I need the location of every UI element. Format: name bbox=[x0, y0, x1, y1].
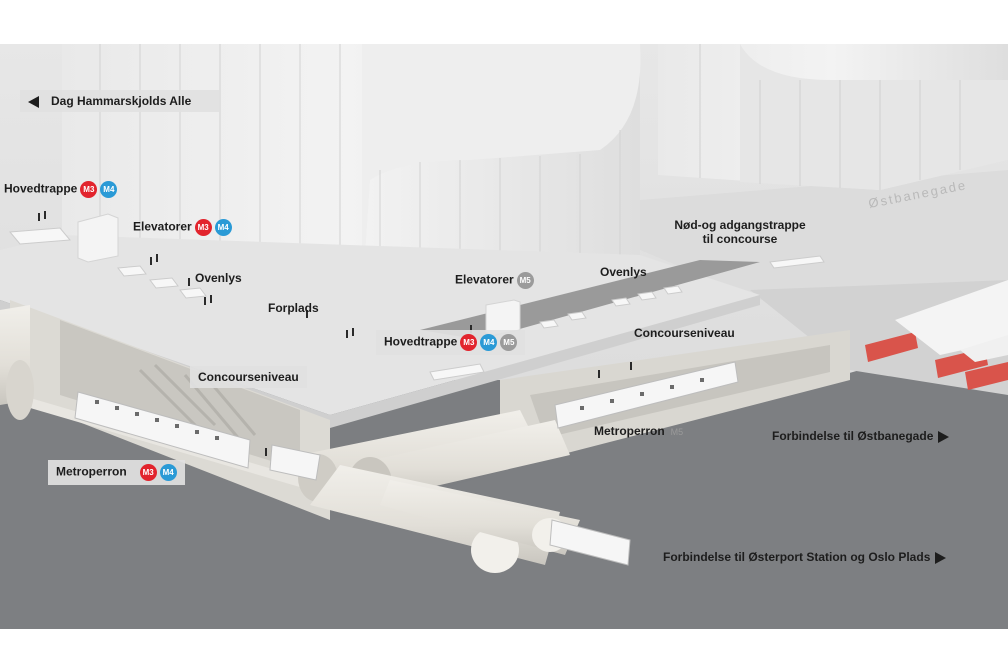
metroperron-left-label: Metroperron bbox=[56, 464, 127, 479]
nod-line1-label: Nød-og adgangstrappe bbox=[674, 218, 806, 232]
street-sign-dag-hammarskjolds: Dag Hammarskjolds Alle bbox=[20, 90, 219, 112]
ovenlys-left-label: Ovenlys bbox=[195, 271, 242, 285]
arrow-left-icon bbox=[28, 95, 39, 108]
m4-line-badge: M4 bbox=[159, 464, 177, 481]
ground-soil-edge bbox=[0, 250, 1008, 629]
nod-line2-label: til concourse bbox=[702, 232, 778, 246]
hovedtrappe-left-label: Hovedtrappe bbox=[4, 181, 78, 196]
m5-line-text: M5 bbox=[670, 427, 684, 437]
elevator-towers bbox=[77, 213, 521, 336]
concourse-left-inner bbox=[60, 320, 300, 470]
forbindelse-osterport: Forbindelse til Østerport Station og Osl… bbox=[663, 550, 947, 564]
m4-line-badge: M4 bbox=[100, 181, 118, 198]
metroperron-right-label: Metroperron bbox=[594, 424, 665, 438]
m3-line-badge: M3 bbox=[194, 219, 212, 236]
building-right bbox=[658, 44, 1008, 190]
m5-line-badge: M5 bbox=[516, 272, 534, 289]
forbindelse-osterport-label: Forbindelse til Østerport Station og Osl… bbox=[663, 550, 931, 564]
concourse-left-label: Concourseniveau bbox=[190, 366, 307, 388]
m3-line-badge: M3 bbox=[460, 334, 478, 351]
forplads-label: Forplads bbox=[268, 301, 319, 315]
nod-adgangstrappe: Nød-og adgangstrappe til concourse bbox=[660, 218, 820, 246]
m4-line-badge: M4 bbox=[214, 219, 232, 236]
ovenlys-right-label: Ovenlys bbox=[600, 265, 647, 279]
hovedtrappe-right-label: Hovedtrappe bbox=[384, 334, 458, 349]
forbindelse-ostbanegade: Forbindelse til Østbanegade bbox=[772, 429, 950, 443]
metro-trains bbox=[74, 361, 739, 566]
platform-roof-2 bbox=[960, 335, 1008, 362]
concourse-right-label: Concourseniveau bbox=[634, 326, 735, 340]
dag-hammarskjolds-label: Dag Hammarskjolds Alle bbox=[51, 94, 192, 108]
arrow-right-icon bbox=[938, 430, 950, 443]
forbindelse-ostbanegade-label: Forbindelse til Østbanegade bbox=[772, 429, 934, 443]
m5-line-badge: M5 bbox=[500, 334, 518, 351]
skylights bbox=[8, 227, 825, 381]
platform-roof bbox=[895, 280, 1008, 355]
people bbox=[38, 211, 632, 456]
elevatorer-right-label: Elevatorer bbox=[455, 272, 514, 287]
elevatorer-left-label: Elevatorer bbox=[133, 219, 192, 234]
metroperron-right: Metroperron M5 bbox=[594, 424, 683, 439]
m3-line-badge: M3 bbox=[80, 181, 98, 198]
tunnels bbox=[0, 305, 580, 573]
m4-line-badge: M4 bbox=[480, 334, 498, 351]
m3-line-badge: M3 bbox=[139, 464, 157, 481]
arrow-right-icon bbox=[935, 551, 947, 564]
